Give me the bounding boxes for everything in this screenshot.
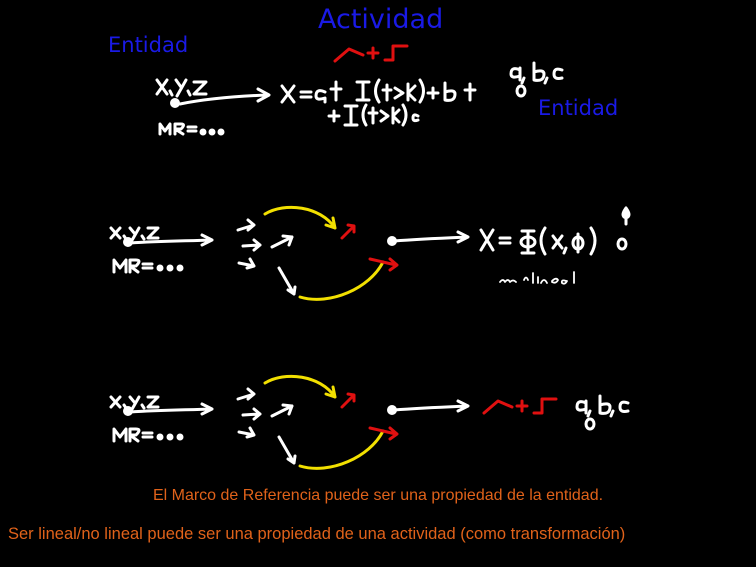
- middle-red-bottom: [368, 257, 399, 272]
- equation-line2: [327, 103, 420, 127]
- bottom-yellow-top: [263, 374, 337, 399]
- middle-yellow-bottom: [298, 260, 385, 301]
- middle-output-arrow: [392, 230, 470, 244]
- bottom-yellow-bottom: [298, 429, 385, 470]
- bottom-ramp-step: [482, 397, 558, 415]
- nonlinear-equation: [479, 206, 631, 256]
- top-entity-glyphs: [155, 78, 225, 136]
- bottom-input-arrow: [128, 402, 214, 416]
- bottom-params-abc: [575, 394, 630, 431]
- entity-label-right: Entidad: [538, 96, 619, 120]
- middle-small-arrows: [236, 218, 297, 296]
- middle-yellow-top: [263, 205, 337, 230]
- bottom-red-bottom: [368, 426, 399, 441]
- top-ramp-step: [333, 44, 409, 63]
- middle-entity-glyphs: [109, 226, 184, 274]
- middle-red-top: [340, 223, 356, 240]
- equation-line1: [280, 78, 477, 104]
- bottom-entity-glyphs: [109, 395, 184, 443]
- top-arrow: [178, 87, 271, 106]
- entity-label-left: Entidad: [108, 33, 189, 57]
- bottom-small-arrows: [236, 387, 297, 465]
- nonlinear-note-scribble: [499, 271, 575, 285]
- activity-title: Actividad: [318, 4, 444, 35]
- params-abc: [509, 61, 564, 98]
- middle-input-arrow: [128, 233, 214, 247]
- note-linearity: Ser lineal/no lineal puede ser una propi…: [8, 525, 626, 543]
- note-reference-frame: El Marco de Referencia puede ser una pro…: [152, 487, 604, 504]
- bottom-red-top: [340, 392, 356, 409]
- bottom-output-arrow: [392, 399, 470, 413]
